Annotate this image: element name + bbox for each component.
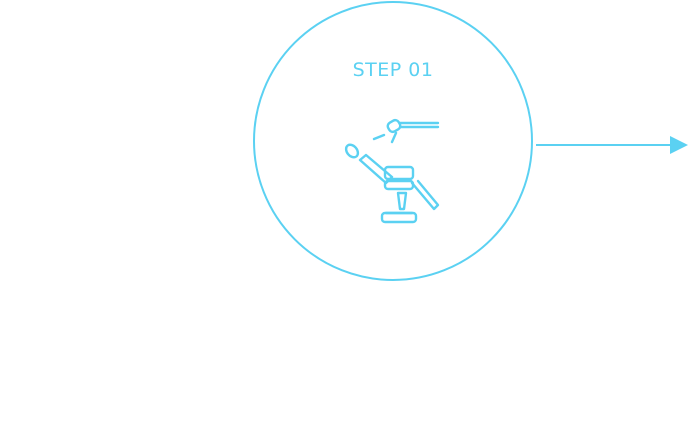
step-connector-line [536,144,676,146]
arrow-right-icon [670,136,688,154]
dental-chair-icon [344,118,440,224]
step-card: STEP 01 [253,1,533,281]
step-label: STEP 01 [352,59,434,81]
